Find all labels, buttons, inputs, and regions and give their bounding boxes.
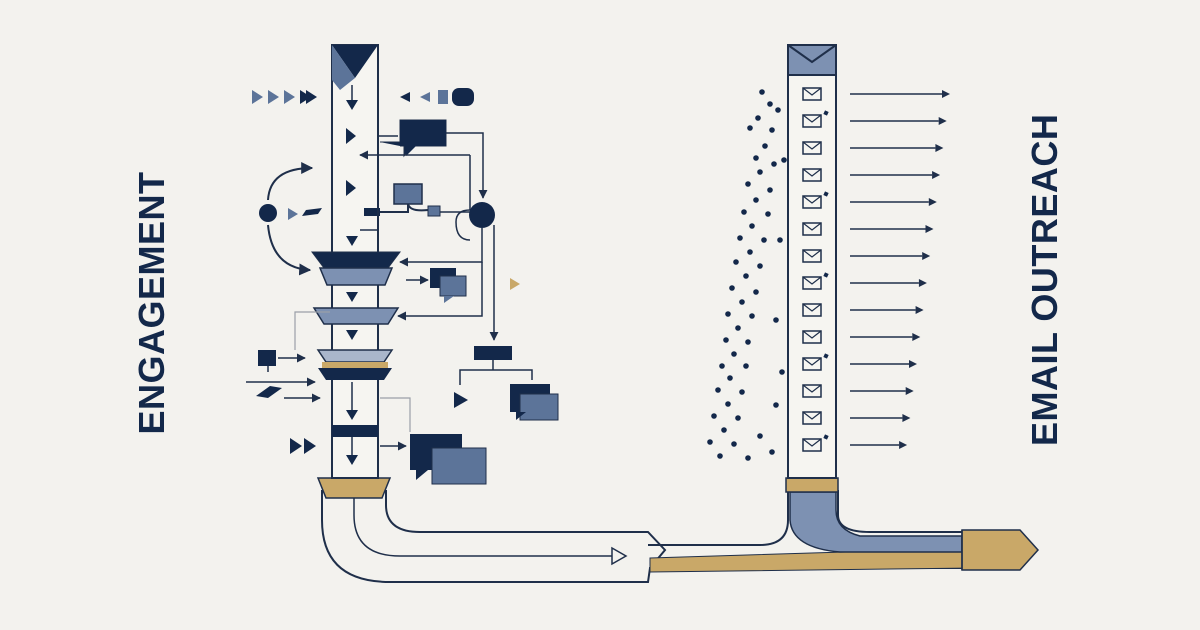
dot: [739, 389, 745, 395]
top-cap-icon: [332, 45, 378, 78]
engagement-left-icons: [246, 90, 330, 454]
envelope-icon: [802, 168, 822, 182]
envelope-icon: [802, 303, 822, 317]
dot: [757, 433, 763, 439]
dot-cloud: [707, 89, 787, 461]
dot: [773, 317, 779, 323]
envelope-icon: [802, 384, 822, 398]
dot: [773, 402, 779, 408]
dot: [761, 237, 767, 243]
dot: [753, 155, 759, 161]
dot: [767, 187, 773, 193]
node-icon: [259, 204, 277, 222]
dot: [762, 143, 768, 149]
envelope-icon: [802, 141, 822, 155]
envelope-icon: [802, 330, 822, 344]
fast-forward-icon: [290, 438, 316, 454]
rewind-icon: [400, 88, 474, 106]
dot: [747, 249, 753, 255]
engagement-label: ENGAGEMENT: [131, 171, 172, 435]
org-node-icon: [474, 346, 512, 360]
dot: [725, 311, 731, 317]
envelope-stack: [802, 87, 829, 452]
dot: [745, 455, 751, 461]
engagement-column: [311, 44, 401, 479]
dot: [755, 115, 761, 121]
chat-bubble-icon: [400, 120, 446, 146]
gold-arrow-icon: [510, 278, 520, 290]
dot: [719, 363, 725, 369]
envelope-icon: [802, 276, 822, 290]
dot: [707, 439, 713, 445]
email-outreach-label: EMAIL OUTREACH: [1024, 113, 1065, 446]
dot: [741, 209, 747, 215]
dot: [781, 157, 787, 163]
dot: [743, 273, 749, 279]
dot: [733, 259, 739, 265]
envelope-icon: [802, 195, 822, 209]
dot: [759, 89, 765, 95]
dot: [757, 263, 763, 269]
funnel-stage-icon: [312, 307, 400, 325]
dot: [769, 449, 775, 455]
dot: [723, 337, 729, 343]
engagement-right-icons: [359, 88, 559, 485]
dot: [721, 427, 727, 433]
tag-icon: [256, 386, 282, 398]
dot: [731, 441, 737, 447]
dot: [775, 107, 781, 113]
dot: [731, 351, 737, 357]
square-icon: [258, 350, 276, 366]
outbound-arrows: [850, 90, 950, 449]
dot: [753, 197, 759, 203]
envelope-icon: [802, 357, 822, 371]
dot: [739, 299, 745, 305]
dot: [765, 211, 771, 217]
dot: [715, 387, 721, 393]
envelope-icon: [802, 87, 822, 101]
dot: [743, 363, 749, 369]
dot: [717, 453, 723, 459]
envelope-icon: [802, 411, 822, 425]
envelope-icon: [802, 114, 822, 128]
dot: [727, 375, 733, 381]
dot: [735, 325, 741, 331]
dot: [771, 161, 777, 167]
merge-pipeline: [316, 477, 1040, 583]
envelope-icon: [802, 438, 822, 452]
dot: [767, 101, 773, 107]
monitor-icon: [393, 183, 423, 205]
dot: [711, 413, 717, 419]
dot: [769, 127, 775, 133]
dot: [779, 369, 785, 375]
dot: [757, 169, 763, 175]
dot: [745, 339, 751, 345]
pipeline-arrow-icon: [611, 546, 628, 566]
funnel-stage-icon: [311, 251, 401, 269]
column-arrows: [346, 100, 358, 465]
dot: [749, 313, 755, 319]
dot: [725, 401, 731, 407]
output-arrow-icon: [961, 529, 1040, 571]
dot: [745, 181, 751, 187]
dot: [729, 285, 735, 291]
envelope-icon: [802, 249, 822, 263]
envelope-icon: [802, 222, 822, 236]
dot: [777, 237, 783, 243]
play-arrows-icon: [252, 90, 317, 104]
hub-node-icon: [469, 202, 495, 228]
dot: [747, 125, 753, 131]
funnel-stage-icon: [316, 349, 394, 363]
dot: [737, 235, 743, 241]
dot: [735, 415, 741, 421]
dot: [753, 289, 759, 295]
dot: [749, 223, 755, 229]
